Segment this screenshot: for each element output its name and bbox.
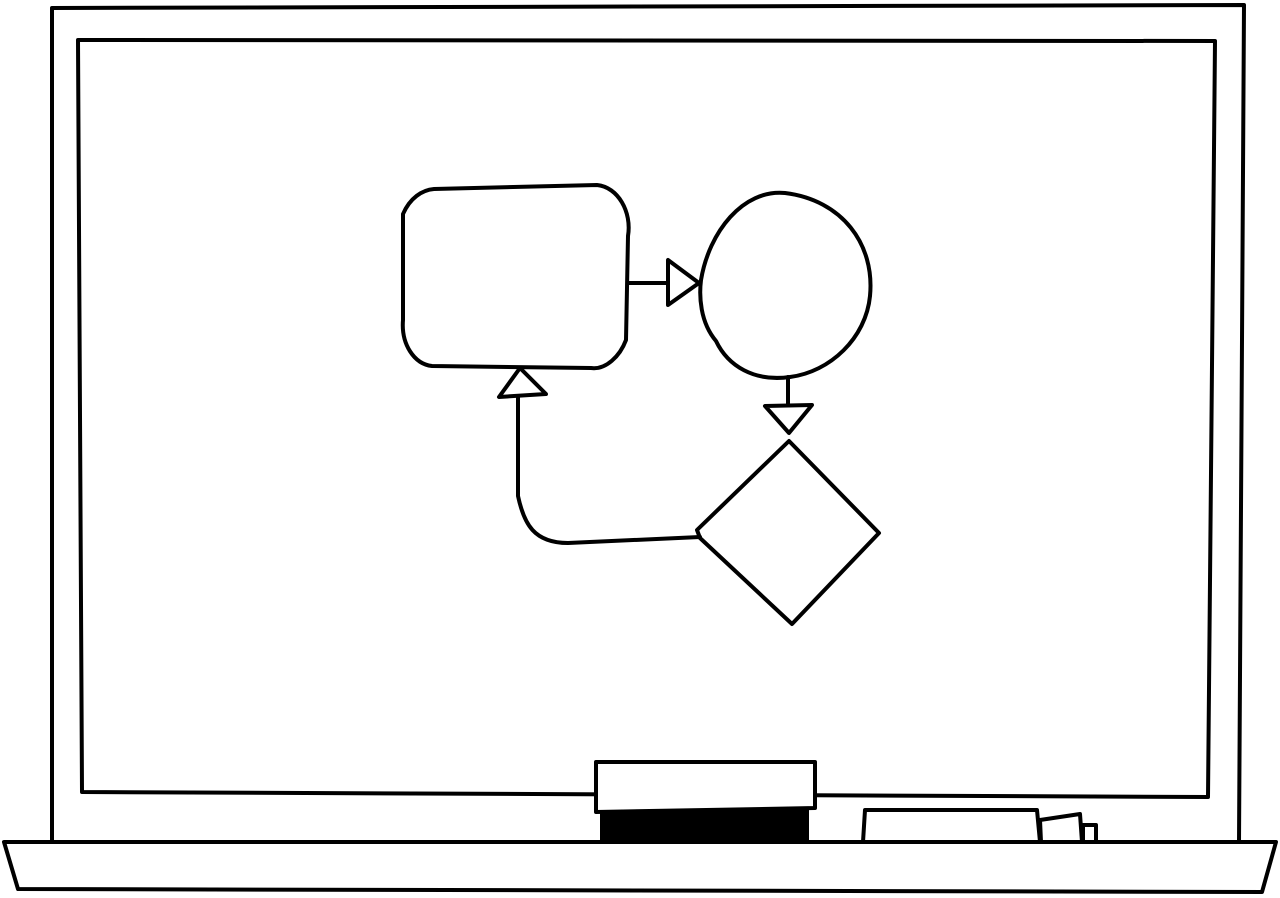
arrowhead-box-to-circle xyxy=(666,258,701,307)
arrowhead-circle-to-diamond xyxy=(763,403,814,435)
arrowhead-diamond-to-box xyxy=(497,366,548,399)
eraser-felt xyxy=(600,808,809,844)
flowchart-decision-diamond xyxy=(695,439,881,626)
whiteboard-eraser[interactable] xyxy=(594,760,817,814)
whiteboard-tray xyxy=(2,840,1278,894)
whiteboard-marker[interactable] xyxy=(861,808,1098,844)
connector-diamond-to-box xyxy=(516,393,702,545)
marker-tip xyxy=(1081,823,1098,844)
marker-cap xyxy=(1038,812,1084,844)
whiteboard-outer-frame xyxy=(50,3,1246,844)
whiteboard-writing-surface xyxy=(76,38,1217,799)
marker-body xyxy=(861,808,1042,844)
flowchart-circle-node xyxy=(698,190,873,380)
flowchart-process-box xyxy=(400,183,631,371)
